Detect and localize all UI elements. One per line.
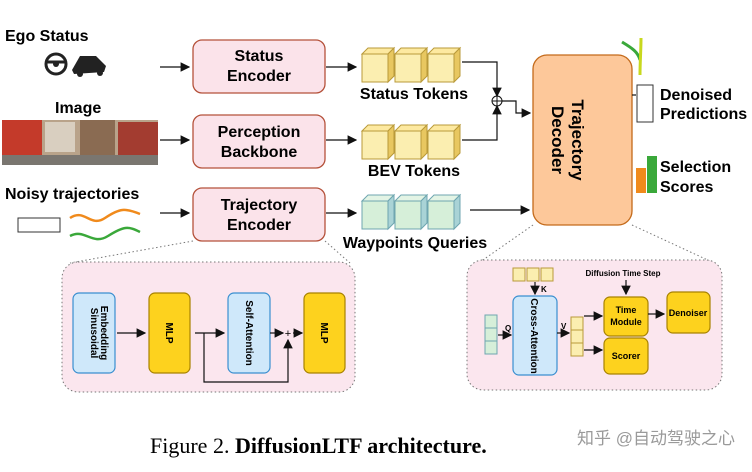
steering-wheel-icon <box>44 52 68 76</box>
status-tokens-label: Status Tokens <box>360 86 468 103</box>
bev-tokens-cubes <box>361 124 461 160</box>
q-label: Q <box>505 324 511 333</box>
selection-label: Selection <box>660 159 731 176</box>
denoised-label: Denoised <box>660 87 732 104</box>
self-attention: Self-Attention <box>243 300 254 366</box>
sum-icon <box>491 95 503 107</box>
scorer: Scorer <box>612 351 641 361</box>
svg-text:Trajectory: Trajectory <box>568 99 587 181</box>
watermark: 知乎 @自动驾驶之心 <box>577 429 735 448</box>
svg-text:Embedding: Embedding <box>98 306 109 360</box>
time-module: Time <box>616 305 637 315</box>
trajectory-input-box <box>17 217 61 233</box>
svg-text:Encoder: Encoder <box>227 217 291 234</box>
mlp-2: MLP <box>318 322 329 343</box>
image-label: Image <box>55 100 101 117</box>
orange-trajectory <box>69 208 141 223</box>
denoised-predictions-icon <box>621 37 654 123</box>
mlp-1: MLP <box>163 322 174 343</box>
k-label: K <box>541 285 547 294</box>
trajectory-decoder-detail: K Cross-Attention Q V Diffusion Time Ste… <box>466 259 723 391</box>
predictions-label: Predictions <box>660 106 747 123</box>
ego-status-label: Ego Status <box>5 28 89 45</box>
bev-tokens-label: BEV Tokens <box>368 163 460 180</box>
svg-text:Backbone: Backbone <box>221 144 298 161</box>
diffusion-time-step: Diffusion Time Step <box>586 269 661 278</box>
trajectory-encoder-detail: Sinusoidal Embedding MLP Self-Attention … <box>61 261 356 393</box>
cross-attention: Cross-Attention <box>528 298 539 374</box>
scores-label: Scores <box>660 179 713 196</box>
denoiser: Denoiser <box>669 308 708 318</box>
v-label: V <box>561 322 567 331</box>
waypoints-queries-label: Waypoints Queries <box>343 235 487 252</box>
status-tokens-cubes <box>361 47 461 83</box>
svg-text:Module: Module <box>610 317 642 327</box>
plus-icon: + <box>285 328 291 340</box>
svg-text:Trajectory: Trajectory <box>221 197 298 214</box>
trajectory-decoder: Trajectory Decoder <box>532 54 633 226</box>
figure-caption: Figure 2. DiffusionLTF architecture. <box>150 433 487 458</box>
svg-text:Perception: Perception <box>218 124 301 141</box>
sinusoidal-embedding: Sinusoidal <box>88 308 99 359</box>
noisy-trajectories-label: Noisy trajectories <box>5 186 139 203</box>
selection-scores-bars <box>636 156 657 193</box>
car-icon <box>72 56 106 77</box>
svg-text:Decoder: Decoder <box>548 106 567 174</box>
green-trajectory <box>69 226 141 241</box>
svg-text:Encoder: Encoder <box>227 68 291 85</box>
svg-text:Status: Status <box>235 48 284 65</box>
waypoint-queries-cubes <box>361 194 461 230</box>
street-image <box>2 120 158 165</box>
